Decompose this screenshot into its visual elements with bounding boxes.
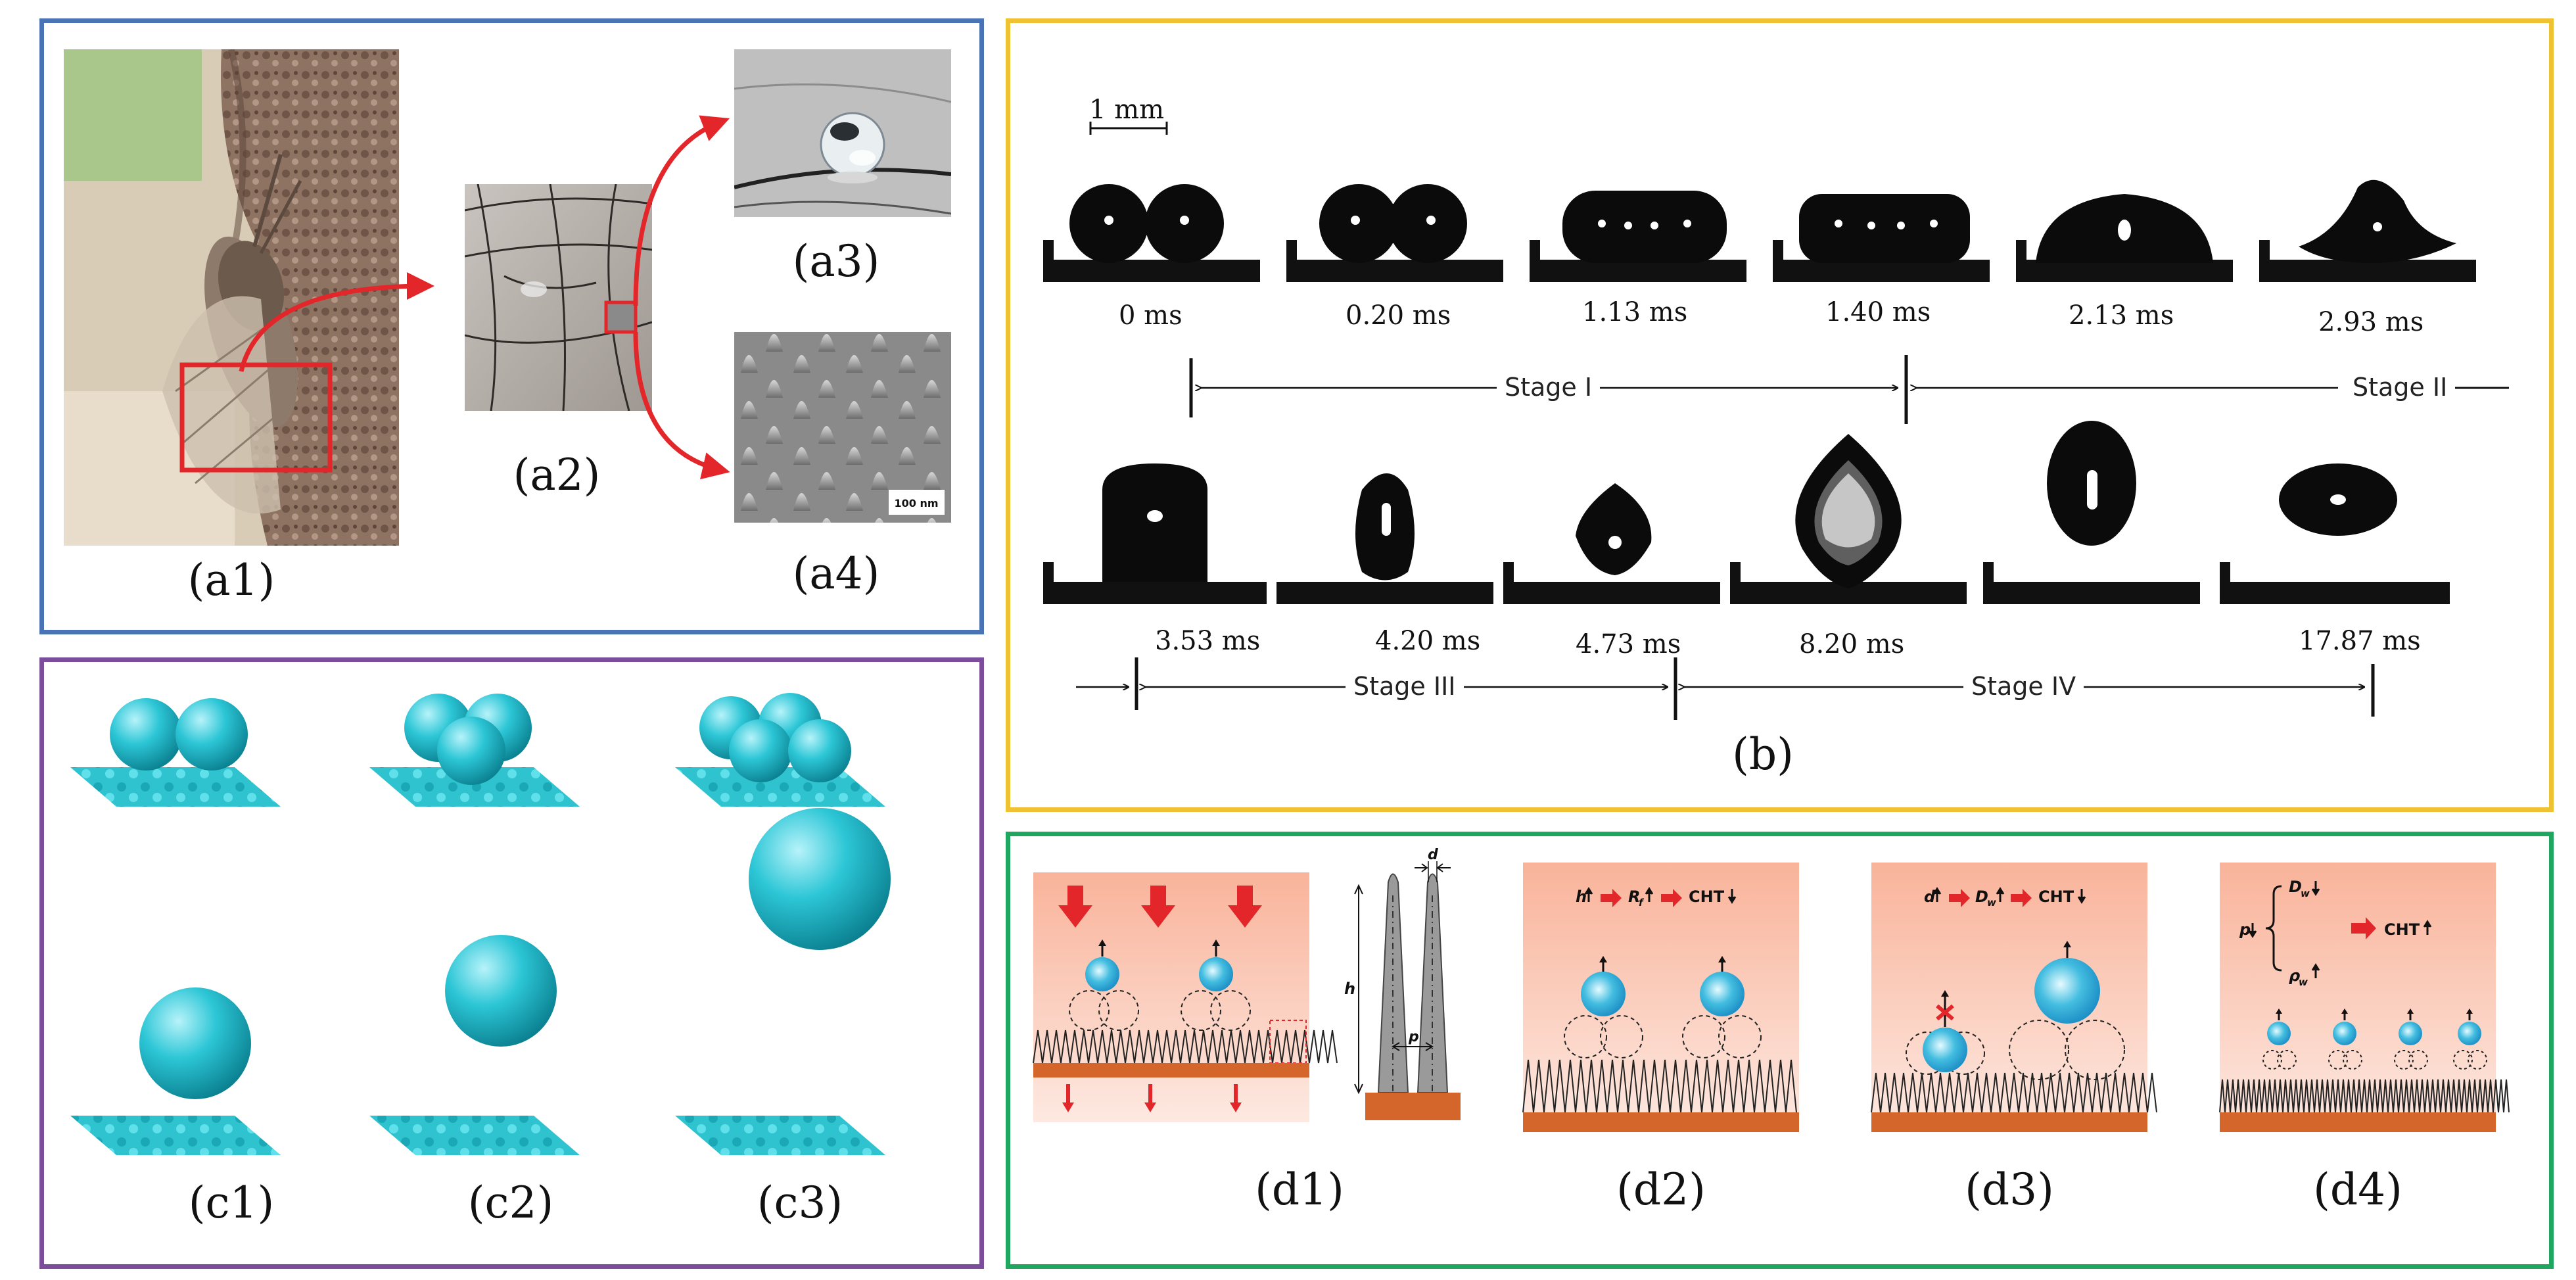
stage-row-1 (1189, 355, 2509, 424)
caption-a1: (a1) (187, 555, 275, 605)
time-label-2.13ms: 2.13 ms (2069, 300, 2174, 331)
scale-bar-label: 1 mm (1089, 95, 1165, 125)
panel-c: (c1) (c2) (c3) (39, 657, 984, 1269)
caption-b: (b) (1732, 729, 1794, 780)
frame-2.13ms (2016, 194, 2233, 282)
frame-3.53ms (1043, 463, 1267, 604)
d1-pillar-detail: d h p (1344, 847, 1461, 1120)
d4-var-dw: D (2289, 878, 2302, 896)
c2-bottom (369, 935, 580, 1155)
c3-top (675, 693, 885, 807)
panel-b: 1 mm (1006, 18, 2554, 812)
d3-schematic: d D w CHT (1871, 863, 2157, 1132)
frame-4.20ms (1276, 473, 1493, 604)
caption-d2: (d2) (1616, 1164, 1706, 1215)
sem-scale-label: 100 nm (894, 497, 938, 510)
wing-highlight-box (179, 362, 333, 473)
time-label-8.20ms: 8.20 ms (1799, 629, 1905, 659)
d2-schematic: h R f CHT (1522, 863, 1799, 1132)
caption-c2: (c2) (467, 1177, 554, 1228)
stage-label-3: Stage III (1346, 674, 1464, 699)
stage-row-2 (1076, 657, 2375, 720)
wing-detail-box (604, 300, 638, 334)
wing-photo (465, 184, 652, 411)
d3-var-dw: D (1975, 888, 1988, 906)
frame-1.40ms (1773, 194, 1990, 282)
d4-var-rho: ρ (2289, 966, 2300, 985)
stage-label-2: Stage II (2345, 375, 2456, 400)
d4-out: CHT (2384, 920, 2420, 939)
caption-c1: (c1) (188, 1177, 275, 1228)
d3-var-dw-sub: w (1987, 897, 1996, 909)
frame-17.87ms (2220, 463, 2450, 604)
d1-label-d: d (1428, 847, 1438, 863)
time-label-2.93ms: 2.93 ms (2318, 307, 2424, 337)
time-label-0.20ms: 0.20 ms (1346, 300, 1451, 331)
stage-label-4: Stage IV (1963, 674, 2084, 699)
d4-var-p: p (2239, 920, 2251, 939)
caption-a2: (a2) (513, 450, 601, 500)
coalescence-row-2 (1043, 421, 2450, 604)
c1-top (70, 698, 281, 807)
time-label-4.20ms: 4.20 ms (1375, 626, 1481, 656)
d1-label-h: h (1344, 980, 1355, 998)
d4-var-dw-sub: w (2301, 888, 2310, 899)
time-label-17.87ms: 17.87 ms (2299, 626, 2421, 656)
d3-out: CHT (2038, 888, 2074, 906)
caption-d1: (d1) (1255, 1164, 1344, 1215)
scale-bar (1089, 122, 1168, 135)
time-label-1.40ms: 1.40 ms (1825, 297, 1931, 327)
time-label-1.13ms: 1.13 ms (1582, 297, 1688, 327)
zoom-arrows (239, 115, 730, 480)
d3-var-d: d (1924, 888, 1936, 906)
panel-d: d h p h R f CHT (1006, 832, 2554, 1269)
d4-schematic: p D w ρ w CHT (2219, 863, 2510, 1132)
frame-2.93ms (2259, 179, 2476, 282)
d2-var-r: R (1628, 888, 1640, 906)
time-label-0ms: 0 ms (1119, 300, 1183, 331)
mechanism-diagrams: d h p h R f CHT (1033, 847, 2510, 1132)
sem-image: 100 nm (734, 332, 951, 523)
frame-4.73ms (1503, 483, 1720, 604)
droplet-photo (734, 49, 951, 217)
d2-var-h: h (1576, 888, 1587, 906)
caption-d4: (d4) (2313, 1164, 2402, 1215)
frame-8.20ms (1730, 434, 1967, 604)
d2-out: CHT (1689, 888, 1725, 906)
d4-var-rho-sub: w (2299, 976, 2308, 988)
stage-label-1: Stage I (1497, 375, 1601, 400)
d4-droplets (2262, 1008, 2487, 1070)
frame-0ms (1043, 184, 1260, 282)
caption-a3: (a3) (792, 236, 880, 287)
frame-invisible (1983, 421, 2200, 604)
caption-a4: (a4) (792, 548, 880, 599)
d2-var-r-sub: f (1639, 897, 1645, 909)
frame-0.20ms (1286, 184, 1503, 282)
d1-label-p: p (1408, 1029, 1419, 1045)
cicada-photo (64, 49, 399, 546)
time-label-3.53ms: 3.53 ms (1155, 626, 1261, 656)
jumping-simulation (70, 693, 891, 1155)
caption-c3: (c3) (757, 1177, 843, 1228)
c3-bottom (675, 808, 891, 1155)
frame-1.13ms (1530, 191, 1746, 282)
caption-d3: (d3) (1965, 1164, 2054, 1215)
c2-top (369, 694, 580, 807)
time-label-4.73ms: 4.73 ms (1576, 629, 1681, 659)
panel-a: (a1) (a2) (a3) 100 nm (a4) (39, 18, 984, 634)
coalescence-row-1 (1043, 179, 2476, 282)
c1-bottom (70, 987, 281, 1155)
d1-schematic (1033, 872, 1338, 1122)
